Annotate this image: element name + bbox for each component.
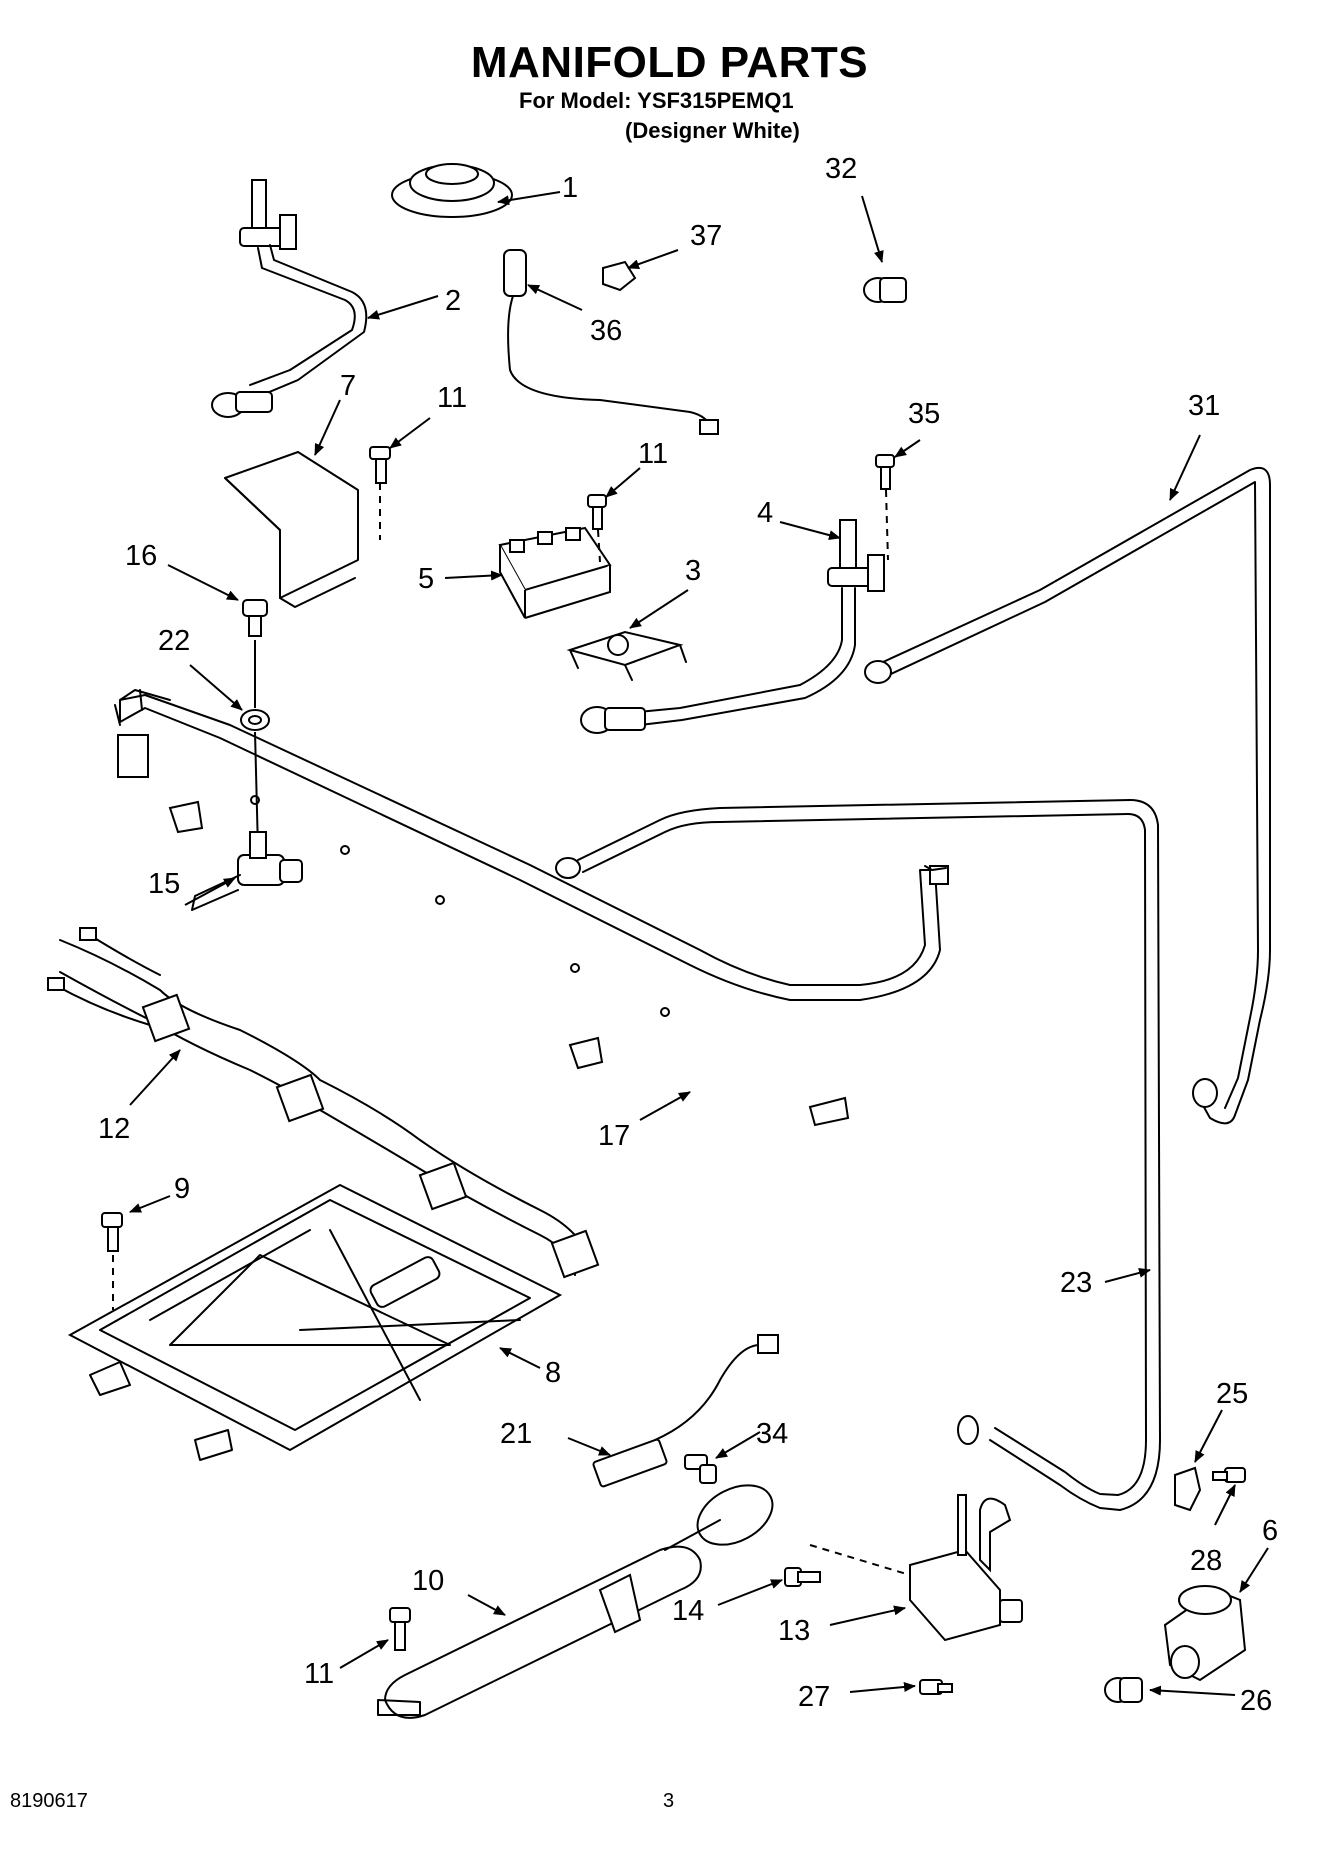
color-line: (Designer White) bbox=[625, 118, 800, 143]
callout-1: 1 bbox=[562, 172, 578, 204]
callout-16: 16 bbox=[125, 540, 157, 572]
document-number: 8190617 bbox=[10, 1790, 88, 1812]
screw-11-top bbox=[369, 446, 391, 484]
screw-27 bbox=[919, 1679, 953, 1695]
diagram-header: MANIFOLD PARTS bbox=[0, 38, 1339, 88]
manifold-pipe bbox=[114, 689, 949, 1127]
callout-31: 31 bbox=[1188, 390, 1220, 422]
left-burner-tube bbox=[211, 179, 368, 418]
callout-11c: 11 bbox=[304, 1658, 334, 1690]
grommet bbox=[602, 260, 637, 292]
screw-11-middle bbox=[587, 494, 607, 563]
shoulder-screw-16 bbox=[242, 599, 268, 637]
callout-37: 37 bbox=[690, 220, 722, 252]
callout-27: 27 bbox=[798, 1681, 830, 1713]
callout-15: 15 bbox=[148, 868, 180, 900]
burner-box bbox=[67, 1183, 563, 1461]
oven-igniter bbox=[592, 1334, 779, 1488]
burner-cap bbox=[391, 163, 513, 218]
callout-22: 22 bbox=[158, 625, 190, 657]
callout-13: 13 bbox=[778, 1615, 810, 1647]
cover-bracket bbox=[224, 451, 381, 608]
screw-14 bbox=[784, 1567, 821, 1587]
oven-valve bbox=[809, 1494, 1023, 1642]
callout-32: 32 bbox=[825, 153, 857, 185]
callout-14: 14 bbox=[672, 1595, 704, 1627]
callout-6: 6 bbox=[1262, 1515, 1278, 1547]
spark-electrode-wire bbox=[503, 249, 719, 435]
fitting-26 bbox=[1104, 1677, 1143, 1703]
washer-22 bbox=[240, 709, 270, 731]
callout-36: 36 bbox=[590, 315, 622, 347]
screw-11-bottom bbox=[389, 1607, 411, 1651]
screw-9 bbox=[101, 1212, 123, 1310]
wire-harness bbox=[47, 927, 600, 1279]
callout-35: 35 bbox=[908, 398, 940, 430]
callout-4: 4 bbox=[757, 497, 773, 529]
callout-3: 3 bbox=[685, 555, 701, 587]
callout-17: 17 bbox=[598, 1120, 630, 1152]
module-bracket bbox=[566, 630, 687, 681]
callout-labels: 1 2 3 4 5 6 7 8 9 10 11 11 11 12 13 14 1… bbox=[98, 153, 1278, 1717]
callout-10: 10 bbox=[412, 1565, 444, 1597]
page-number: 3 bbox=[663, 1790, 675, 1812]
screw-34 bbox=[684, 1454, 717, 1484]
callout-11b: 11 bbox=[638, 438, 668, 470]
callout-28: 28 bbox=[1190, 1545, 1222, 1577]
screw-35 bbox=[875, 454, 895, 561]
valve-15 bbox=[191, 831, 303, 911]
clip-25 bbox=[1174, 1466, 1202, 1512]
oven-burner-tube bbox=[377, 1484, 774, 1719]
callout-9: 9 bbox=[174, 1173, 190, 1205]
callout-34: 34 bbox=[756, 1418, 788, 1450]
rear-burner-supply-tube bbox=[864, 466, 1271, 1125]
screw-28 bbox=[1212, 1467, 1246, 1483]
orifice-nut bbox=[863, 277, 907, 303]
callout-2: 2 bbox=[445, 285, 461, 317]
callout-12: 12 bbox=[98, 1113, 130, 1145]
callout-8: 8 bbox=[545, 1357, 561, 1389]
pressure-regulator bbox=[1163, 1585, 1247, 1682]
callout-7: 7 bbox=[340, 370, 356, 402]
oven-supply-tube bbox=[555, 799, 1161, 1511]
callout-21: 21 bbox=[500, 1418, 532, 1450]
callout-11a: 11 bbox=[437, 382, 467, 414]
page-title: MANIFOLD PARTS bbox=[470, 38, 869, 87]
callout-leaders bbox=[129, 191, 1269, 1696]
model-line: For Model: YSF315PEMQ1 bbox=[519, 88, 794, 113]
callout-25: 25 bbox=[1216, 1378, 1248, 1410]
callout-26: 26 bbox=[1240, 1685, 1272, 1717]
callout-5: 5 bbox=[418, 563, 434, 595]
callout-23: 23 bbox=[1060, 1267, 1092, 1299]
right-burner-tube bbox=[580, 519, 885, 734]
spark-module bbox=[498, 526, 612, 619]
